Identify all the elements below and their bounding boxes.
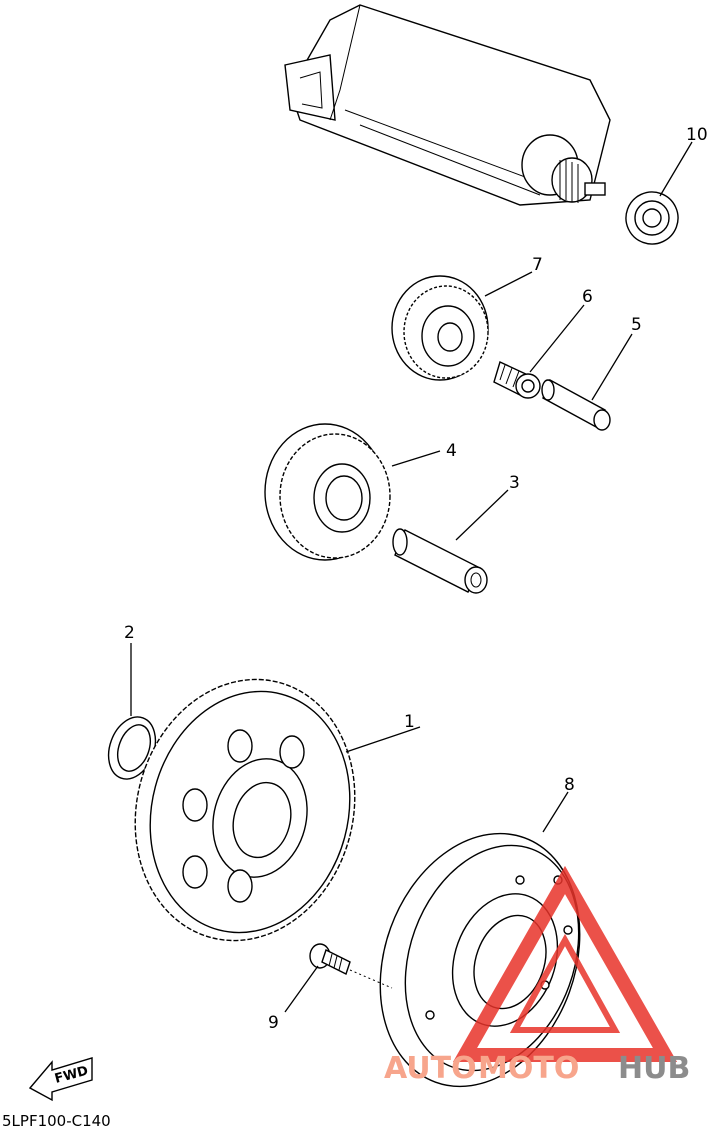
callout-9: 9 <box>268 1013 279 1033</box>
fwd-arrow-icon: FWD <box>28 1057 93 1102</box>
callout-8: 8 <box>564 775 575 795</box>
callout-4: 4 <box>446 441 457 461</box>
part-3-shaft <box>392 528 488 594</box>
part-4-compound-gear <box>264 423 391 561</box>
leader-lines <box>130 141 693 1013</box>
part-6-needle-bearing <box>493 361 541 399</box>
watermark-text: AUTO MOTO HUB <box>384 1051 690 1086</box>
callout-10: 10 <box>686 125 708 145</box>
part-1-starter-wheel-gear <box>134 678 356 942</box>
part-9-bolt <box>309 943 351 975</box>
part-2-washer <box>107 716 157 780</box>
callout-labels: 1 2 3 4 5 6 7 8 9 10 <box>124 125 708 1033</box>
watermark-moto: MOTO <box>478 1051 579 1086</box>
callout-5: 5 <box>631 315 642 335</box>
callout-6: 6 <box>582 287 593 307</box>
part-10-bearing <box>625 191 679 245</box>
starter-motor <box>284 4 611 206</box>
callout-2: 2 <box>124 623 135 643</box>
callout-3: 3 <box>509 473 520 493</box>
watermark-hub: HUB <box>618 1051 690 1086</box>
callout-7: 7 <box>532 255 543 275</box>
callout-1: 1 <box>404 712 415 732</box>
diagram-code: 5LPF100-C140 <box>2 1112 111 1130</box>
part-7-idler-gear <box>391 275 489 381</box>
watermark-auto: AUTO <box>384 1051 477 1086</box>
triangle-logo-icon <box>452 865 678 1062</box>
part-5-shaft <box>541 379 611 431</box>
